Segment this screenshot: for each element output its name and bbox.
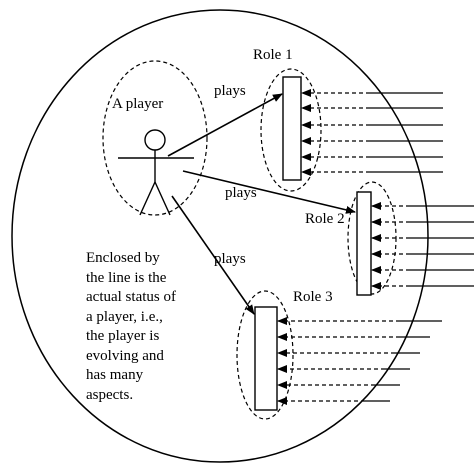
role-1-box	[282, 76, 302, 181]
role-1-incoming-arrows	[301, 89, 443, 176]
plays-label-1: plays	[214, 83, 246, 99]
note-line: the player is	[86, 328, 160, 344]
note-line: the line is the	[86, 269, 167, 286]
player-status-ellipse	[11, 9, 429, 463]
role-1-label: Role 1	[253, 47, 293, 63]
role-3-incoming-arrows	[277, 317, 442, 405]
note-line: has many	[86, 367, 144, 383]
player-label: A player	[112, 96, 164, 112]
plays-label-2: plays	[225, 185, 257, 201]
stick-figure-icon	[118, 129, 194, 216]
note-line: Enclosed by	[86, 250, 160, 266]
role-2-incoming-arrows	[371, 202, 474, 290]
plays-arrow-role-3	[171, 195, 255, 315]
role-1-ellipse	[260, 68, 322, 192]
player-ellipse	[102, 60, 208, 216]
role-3-ellipse	[236, 290, 294, 420]
note-line: evolving and	[86, 347, 164, 364]
plays-label-3: plays	[214, 251, 246, 267]
note-line: aspects.	[86, 386, 134, 403]
role-3-label: Role 3	[293, 289, 333, 305]
role-2-box	[356, 191, 372, 296]
role-3-box	[254, 306, 278, 411]
note-line: actual status of	[86, 289, 176, 305]
plays-arrow-role-2	[182, 170, 356, 214]
note-line: a player, i.e.,	[86, 308, 163, 325]
status-note: Enclosed by the line is the actual statu…	[86, 249, 236, 405]
plays-arrow-role-1	[167, 93, 283, 157]
role-2-label: Role 2	[305, 211, 345, 227]
